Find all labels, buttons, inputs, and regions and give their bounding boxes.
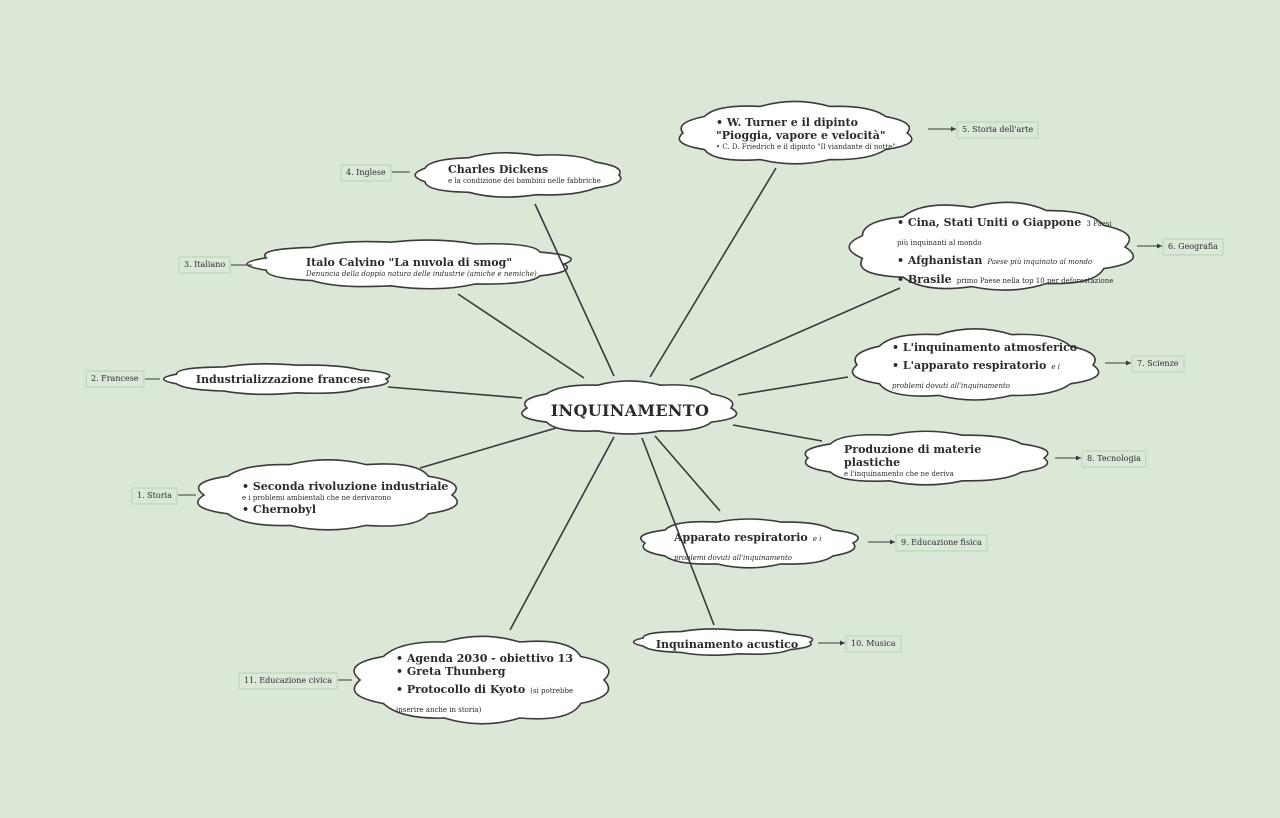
node-geografia-s2: Paese più inquinato al mondo [987,258,1093,266]
cloud-musica [632,628,814,656]
cloud-fisica [640,518,859,569]
node-civica-t3: • Protocollo di Kyoto [396,683,526,696]
node-turner-title: • W. Turner e il dipinto "Pioggia, vapor… [716,116,886,142]
label-educazione-fisica[interactable]: 9. Educazione fisica [895,534,988,552]
cloud-center [521,380,738,435]
connector-turner [649,167,777,378]
node-geografia-t3: • Brasile [897,273,952,286]
connector-civica [509,436,615,631]
label-educazione-civica[interactable]: 11. Educazione civica [238,672,339,690]
node-turner[interactable]: • W. Turner e il dipinto "Pioggia, vapor… [716,112,912,156]
label-scienze[interactable]: 7. Scienze [1131,355,1185,373]
arrowhead-tecnologia [1076,455,1081,461]
node-dickens-title: Charles Dickens [448,162,549,176]
node-fisica-title: Apparato respiratorio [674,531,808,544]
cloud-geografia [848,201,1135,291]
node-musica[interactable]: Inquinamento acustico [640,632,814,656]
connector-geografia [689,287,901,381]
connector-storia [419,427,557,469]
label-italiano[interactable]: 3. Italiano [178,256,232,274]
cloud-storia [197,459,458,531]
arrowhead-scienze [1126,360,1131,366]
connector-scienze [737,376,849,396]
cloud-dickens [414,151,622,198]
cloud-scienze [851,328,1100,401]
center-title: INQUINAMENTO [550,400,710,420]
arrowhead-fisica [890,539,895,545]
node-geografia-t1: • Cina, Stati Uniti o Giappone [897,216,1082,229]
label-musica[interactable]: 10. Musica [845,635,902,653]
node-dickens-sub: e la condizione dei bambini nelle fabbri… [448,176,601,185]
node-dickens[interactable]: Charles Dickens e la condizione dei bamb… [448,158,620,190]
node-scienze-t2: • L'apparato respiratorio [892,358,1047,372]
node-calvino-title: Italo Calvino "La nuvola di smog" [306,255,513,269]
clouds-layer [162,100,1135,725]
node-scienze[interactable]: • L'inquinamento atmosferico • L'apparat… [892,341,1088,390]
node-musica-title: Inquinamento acustico [655,637,799,651]
node-storia-title1: • Seconda rivoluzione industriale [242,480,449,493]
node-geografia-s1: 3 Paesi più inquinanti al mondo [897,220,1112,247]
label-tecnologia[interactable]: 8. Tecnologia [1081,450,1147,468]
node-scienze-s2: e i problemi dovuti all'inquinamento [892,362,1060,390]
node-storia-sub: e i problemi ambientali che ne derivaron… [242,494,391,502]
node-tecnologia[interactable]: Produzione di materie plastiche e l'inqu… [844,443,1034,478]
cloud-calvino [246,239,572,290]
arrowhead-geografia [1157,243,1162,249]
label-geografia[interactable]: 6. Geografia [1162,238,1224,256]
label-inglese[interactable]: 4. Inglese [340,164,392,182]
node-scienze-t1: • L'inquinamento atmosferico [892,340,1078,354]
node-francese[interactable]: Industrializzazione francese [170,364,396,394]
node-civica-t1: • Agenda 2030 - obiettivo 13 [396,652,573,665]
label-storia-arte[interactable]: 5. Storia dell'arte [956,121,1040,139]
node-geografia-s3: primo Paese nella top 10 per deforestazi… [956,277,1114,285]
node-turner-sub: • C. D. Friedrich e il dipinto "Il viand… [716,143,896,151]
node-civica-t2: • Greta Thunberg [396,665,506,678]
node-francese-title: Industrializzazione francese [195,372,371,386]
node-storia-title2: • Chernobyl [242,503,317,516]
node-tecnologia-sub: e l'inquinamento che ne deriva [844,470,954,478]
connector-francese [387,386,523,399]
node-calvino-sub: Denuncia della doppia natura delle indus… [306,269,537,278]
cloud-francese [162,363,391,396]
label-francese[interactable]: 2. Francese [85,370,145,388]
label-storia[interactable]: 1. Storia [131,487,178,505]
node-geografia-t2: • Afghanistan [897,254,983,267]
node-fisica[interactable]: Apparato respiratorio e i problemi dovut… [674,530,854,562]
connector-fisica [654,435,721,512]
cloud-civica [353,635,610,725]
node-fisica-sub: e i problemi dovuti all'inquinamento [674,535,822,562]
connector-dickens [534,203,615,377]
connector-musica [641,437,715,626]
connector-calvino [457,293,585,379]
node-calvino[interactable]: Italo Calvino "La nuvola di smog" Denunc… [306,251,556,283]
node-storia[interactable]: • Seconda rivoluzione industriale e i pr… [242,476,452,520]
node-civica[interactable]: • Agenda 2030 - obiettivo 13 • Greta Thu… [396,652,596,714]
cloud-tecnologia [804,430,1049,486]
cloud-turner [678,100,913,165]
arrowhead-arte [951,126,956,132]
center-node[interactable]: INQUINAMENTO [520,382,740,438]
node-civica-s3: (si potrebbe inserire anche in storia) [396,687,574,714]
arrowhead-musica [840,640,845,646]
connector-tecnologia [732,424,823,442]
node-tecnologia-title: Produzione di materie plastiche [844,443,982,469]
node-geografia[interactable]: • Cina, Stati Uniti o Giappone 3 Paesi p… [897,216,1117,286]
connectors-layer [387,167,901,631]
